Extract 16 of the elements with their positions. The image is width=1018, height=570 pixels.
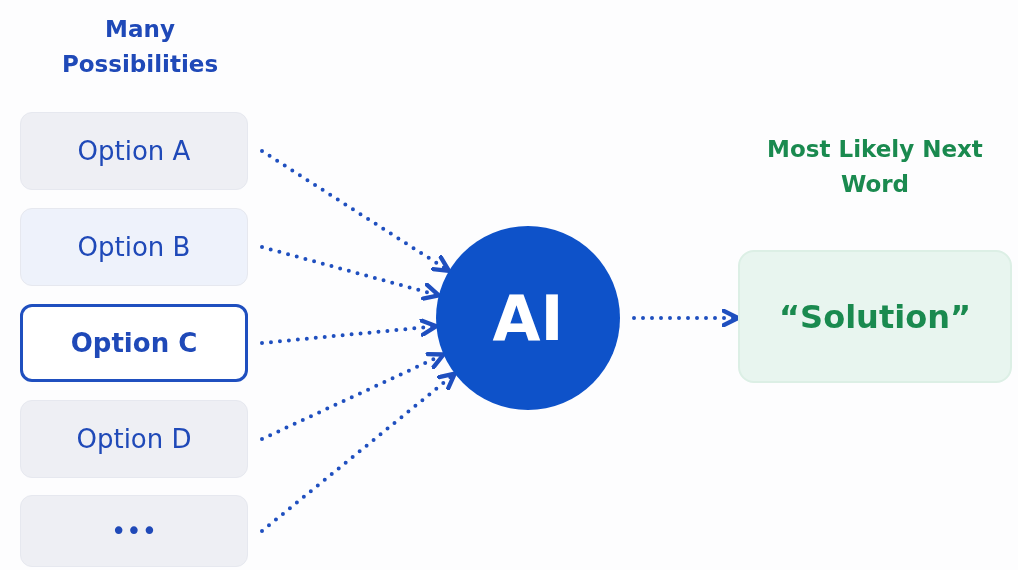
node-text: AI [492,281,564,355]
option-box [20,304,248,382]
dotted-arrow [260,351,446,441]
node-text: ••• [111,516,157,546]
box-heading: Most Likely Next Word [766,135,984,199]
column-heading: Many Possibilities [60,15,220,79]
node-text: Option C [70,328,198,358]
result-box [738,250,1012,383]
node-text: Option A [77,136,191,166]
node-text: Option D [76,424,192,454]
dotted-arrow [260,149,452,274]
dotted-arrow [260,318,439,345]
node-text: Option B [77,232,191,262]
dotted-arrow [260,371,457,533]
node-text: “Solution” [779,297,971,336]
dotted-arrow [260,245,441,301]
